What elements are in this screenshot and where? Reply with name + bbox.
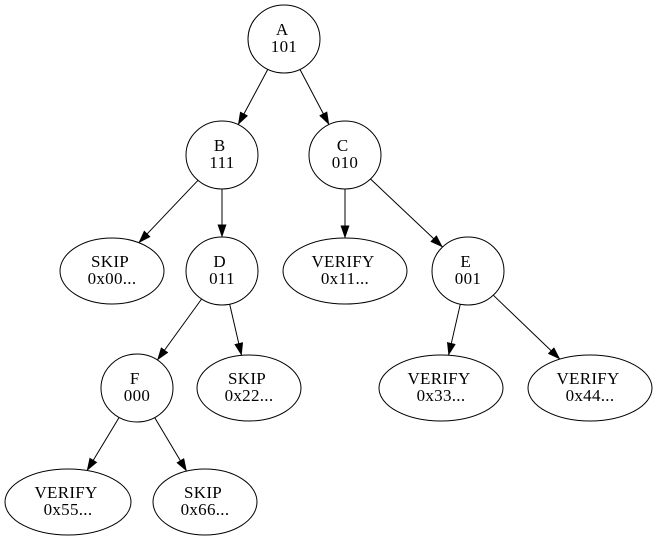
node-E-label: E 001 [455,252,481,288]
node-skip-0x22-shape [196,354,302,422]
node-verify-0x55-label: VERIFY 0x55... [34,483,101,519]
edge-E-verify-0x33 [447,304,461,356]
node-D-label: D 011 [209,252,235,288]
edge-B-skip-0x00 [138,179,199,244]
node-B: B 111 [185,120,259,190]
node-verify-0x11-shape [282,237,408,305]
edge-F-verify-0x55 [86,417,120,472]
node-skip-0x66-label: SKIP 0x66... [181,483,230,519]
node-E-shape [431,236,505,306]
node-F: F 000 [100,353,174,423]
node-verify-0x11: VERIFY 0x11... [282,237,408,305]
node-skip-0x22: SKIP 0x22... [196,354,302,422]
node-verify-0x33-shape [378,354,504,422]
node-B-label: B 111 [209,136,234,172]
node-verify-0x33-label: VERIFY 0x33... [407,369,474,405]
node-verify-0x55-shape [4,468,132,536]
node-verify-0x44-label: VERIFY 0x44... [556,369,623,405]
node-skip-0x00-shape [59,237,165,305]
node-A-shape [247,4,321,74]
node-verify-0x44-shape [527,354,653,422]
node-F-shape [100,353,174,423]
edges-layer [86,69,561,472]
node-D-shape [185,236,259,306]
node-C-label: C 010 [332,136,358,172]
edge-C-E [370,178,443,248]
edge-D-skip-0x22 [229,304,244,356]
node-F-label: F 000 [124,369,150,405]
edge-A-B [237,69,269,126]
node-C: C 010 [308,120,382,190]
edge-A-C [299,69,330,125]
node-skip-0x00-label: SKIP 0x00... [88,252,137,288]
node-skip-0x66-shape [152,468,258,536]
edge-E-verify-0x44 [492,294,561,360]
node-A-label: A 101 [271,20,297,56]
node-verify-0x33: VERIFY 0x33... [378,354,504,422]
node-D: D 011 [185,236,259,306]
node-C-shape [308,120,382,190]
node-skip-0x00: SKIP 0x00... [59,237,165,305]
node-verify-0x55: VERIFY 0x55... [4,468,132,536]
node-E: E 001 [431,236,505,306]
node-verify-0x44: VERIFY 0x44... [527,354,653,422]
edge-F-skip-0x66 [154,417,188,472]
node-skip-0x66: SKIP 0x66... [152,468,258,536]
node-verify-0x11-label: VERIFY 0x11... [311,252,378,288]
node-B-shape [185,120,259,190]
node-A: A 101 [247,4,321,74]
nodes-layer: A 101 B 111 C 010 [4,4,653,536]
node-skip-0x22-label: SKIP 0x22... [225,369,274,405]
edge-D-F [156,298,203,361]
